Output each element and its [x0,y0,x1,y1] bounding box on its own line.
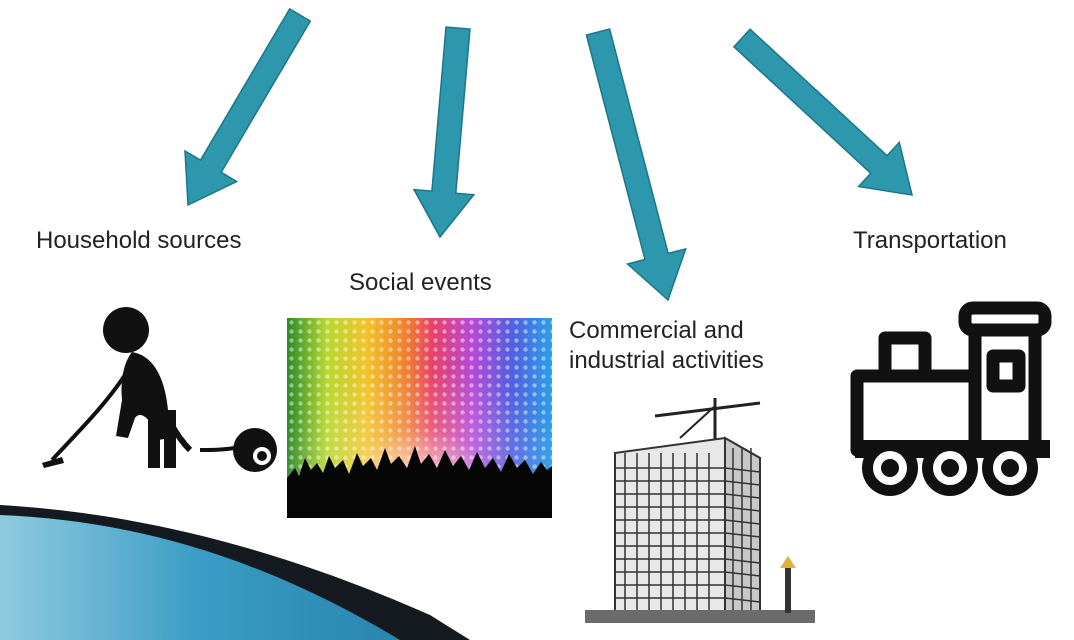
building-under-construction-image [585,398,815,623]
arrow-to-transportation [732,28,913,196]
label-commercial-line1: Commercial and [569,317,744,344]
label-transportation: Transportation [853,227,1007,254]
person-vacuuming-icon [42,307,277,472]
label-commercial-line2: industrial activities [569,347,764,374]
banner-blue-fill [0,515,400,640]
arrow-to-social-events [412,26,476,239]
label-commercial-industrial: Commercial and industrial activities [569,316,764,376]
arrow-to-household-sources [184,7,312,207]
label-social-events: Social events [349,269,492,296]
arrow-to-commercial-industrial [585,28,687,302]
label-household-sources: Household sources [36,227,242,254]
concert-crowd-lights-image [287,318,552,518]
toy-train-icon [850,301,1052,496]
